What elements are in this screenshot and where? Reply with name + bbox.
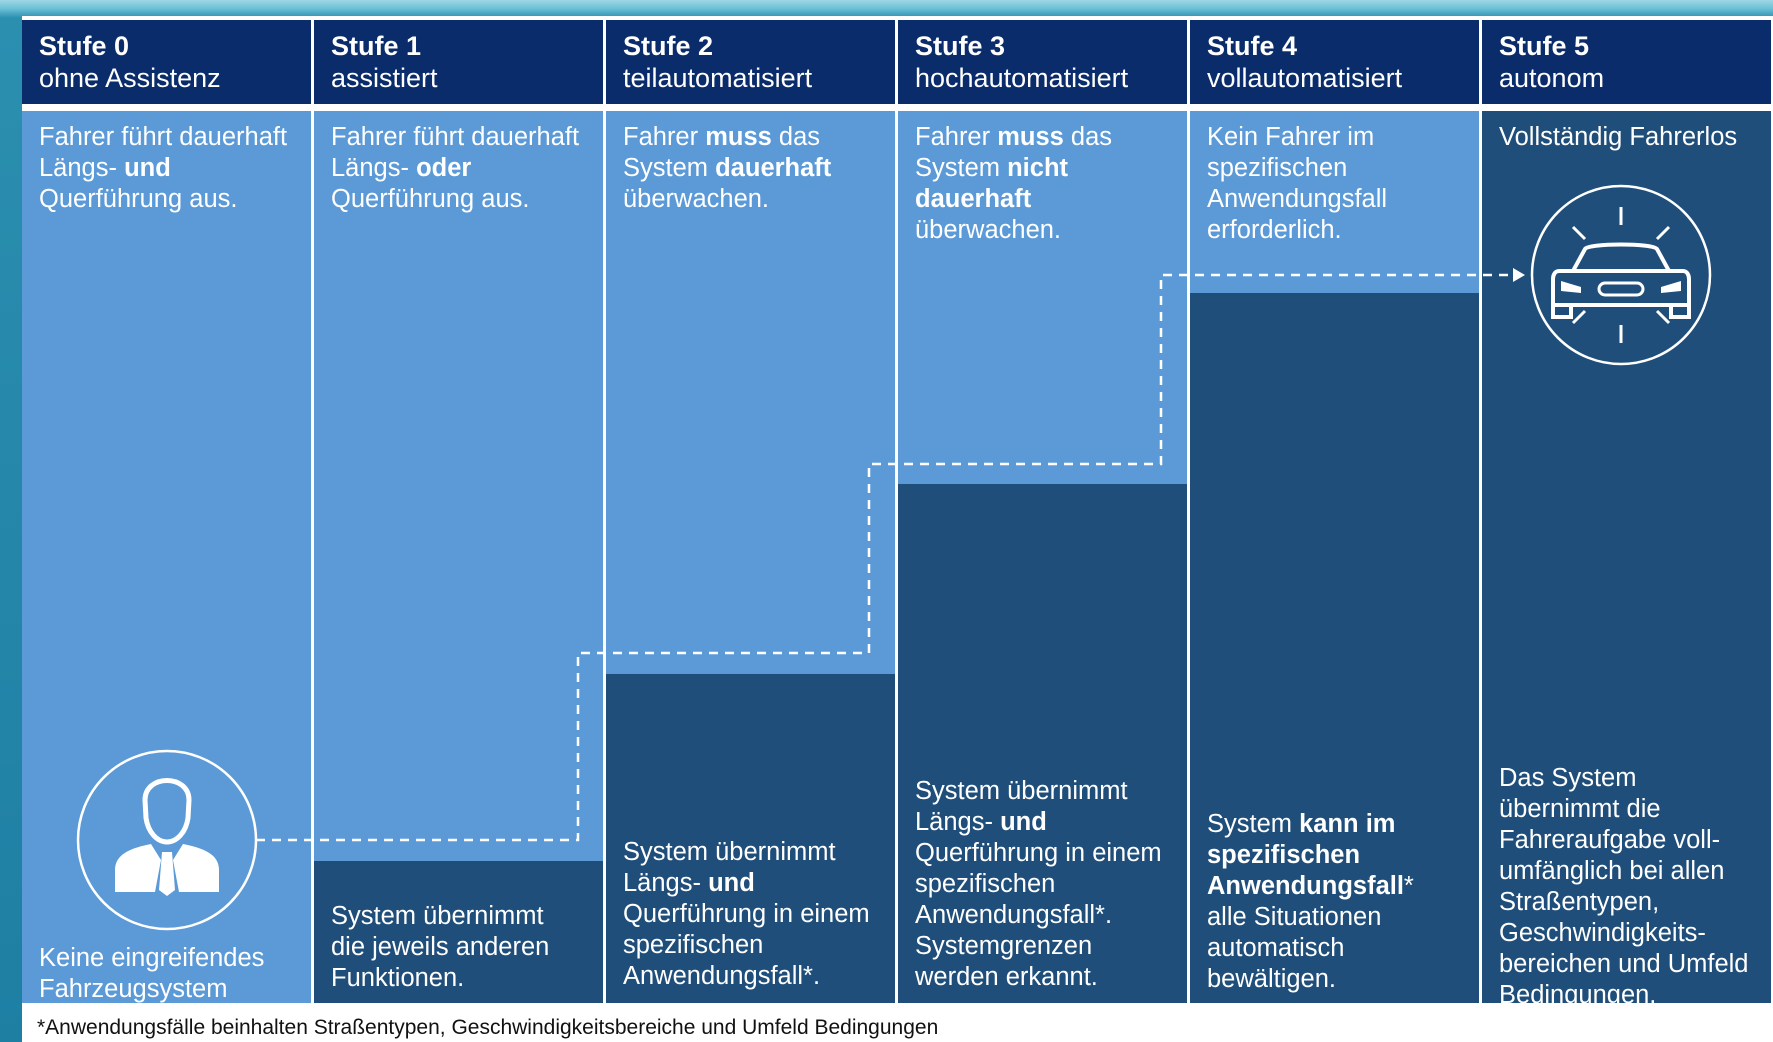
driver-text: Vollständig Fahrerlos bbox=[1499, 123, 1738, 151]
level-header-2: Stufe 2 teilautomatisiert bbox=[606, 20, 895, 104]
arrow-head-icon bbox=[1513, 268, 1525, 282]
level-header-5: Stufe 5 autonom bbox=[1482, 20, 1771, 104]
progression-overlay bbox=[76, 184, 1712, 931]
level-title: Stufe 5 bbox=[1499, 31, 1590, 61]
level-column-4: Stufe 4 vollautomatisiert Kein Fahrer im… bbox=[1190, 20, 1479, 1003]
dashed-progression-line bbox=[256, 273, 1513, 842]
level-header-1: Stufe 1 assistiert bbox=[314, 20, 603, 104]
level-title: Stufe 0 bbox=[39, 31, 130, 61]
level-subtitle: teilautomatisiert bbox=[623, 63, 813, 93]
automation-levels-diagram: Stufe 0 ohne Assistenz Fahrer führt daue… bbox=[22, 16, 1773, 1042]
level-column-1: Stufe 1 assistiert Fahrer führt dauerhaf… bbox=[314, 20, 603, 1003]
level-column-2: Stufe 2 teilautomatisiert Fahrer muss da… bbox=[606, 20, 895, 1003]
footnote: *Anwendungsfälle beinhalten Straßentypen… bbox=[37, 1016, 939, 1039]
level-column-3: Stufe 3 hochautomatisiert Fahrer muss da… bbox=[898, 20, 1187, 1003]
level-header-4: Stufe 4 vollautomatisiert bbox=[1190, 20, 1479, 104]
autonomous-car-icon bbox=[1530, 184, 1712, 366]
level-subtitle: autonom bbox=[1499, 63, 1605, 93]
level-title: Stufe 2 bbox=[623, 31, 714, 61]
level-column-5: Stufe 5 autonom Vollständig Fahrerlos Da… bbox=[1482, 20, 1771, 1009]
level-title: Stufe 1 bbox=[331, 31, 422, 61]
driver-person-icon bbox=[76, 749, 258, 931]
level-subtitle: vollautomatisiert bbox=[1207, 63, 1403, 93]
level-title: Stufe 4 bbox=[1207, 31, 1298, 61]
level-subtitle: assistiert bbox=[331, 63, 438, 93]
level-title: Stufe 3 bbox=[915, 31, 1006, 61]
level-column-0: Stufe 0 ohne Assistenz Fahrer führt daue… bbox=[22, 20, 311, 1003]
level-header-3: Stufe 3 hochautomatisiert bbox=[898, 20, 1187, 104]
level-subtitle: ohne Assistenz bbox=[39, 63, 221, 93]
level-header-0: Stufe 0 ohne Assistenz bbox=[22, 20, 311, 104]
level-subtitle: hochautomatisiert bbox=[915, 63, 1129, 93]
